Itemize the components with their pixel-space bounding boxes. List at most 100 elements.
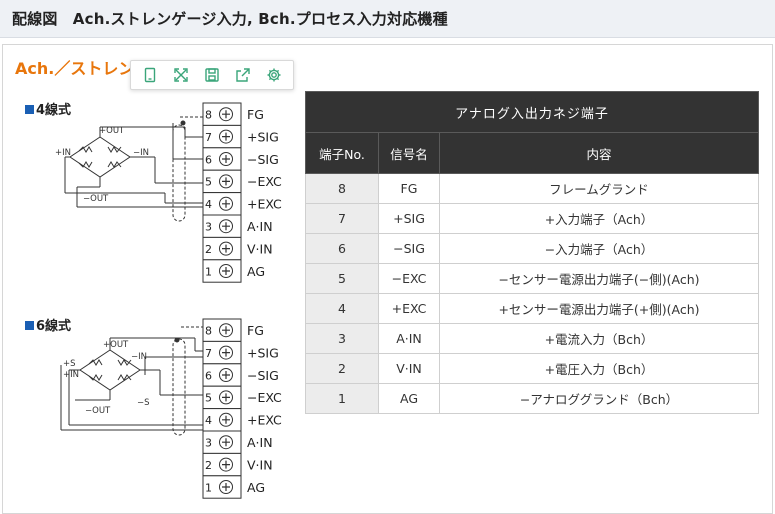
cell-signal: FG [378,173,440,204]
four-wire-label: 4線式 [25,99,71,118]
cell-no: 1 [305,383,379,414]
four-wire-bridge [64,116,203,222]
share-icon[interactable] [231,63,255,87]
cell-content: +センサー電源出力端子(+側)(Ach) [439,293,759,324]
column-header-no: 端子No. [305,132,379,174]
terminal-number: 4 [205,198,212,211]
terminal-label: FG [247,107,264,122]
terminal-number: 3 [205,221,212,234]
terminal-label: +EXC [247,413,282,428]
cell-signal: +SIG [378,203,440,234]
six-wire-label-text: 6線式 [36,319,72,334]
cell-no: 6 [305,233,379,264]
table-row: 7+SIG+入力端子（Ach） [305,203,759,234]
cell-no: 4 [305,293,379,324]
screw-cross-icon [222,244,230,253]
cell-no: 7 [305,203,379,234]
screw-cross-icon [222,155,230,163]
terminal-label: A·IN [247,435,273,450]
terminal-number: 3 [205,437,212,450]
screw-cross-icon [222,110,230,119]
cell-content: −アナロググランド（Bch） [439,383,759,414]
terminal-number: 8 [205,109,212,122]
table-row: 6−SIG−入力端子（Ach） [305,233,759,264]
six-wire-minus-out: −OUT [85,406,111,416]
terminal-label: AG [247,264,265,279]
terminal-label: +EXC [247,197,282,212]
column-header-signal: 信号名 [378,132,440,174]
six-wire-plus-out: +OUT [103,340,129,350]
four-wire-label-text: 4線式 [36,103,72,118]
terminal-label: +SIG [247,129,279,144]
four-wire-plus-out: +OUT [99,126,125,136]
terminal-number: 5 [205,176,212,189]
gear-icon[interactable] [262,63,286,87]
expand-icon[interactable] [169,63,193,87]
terminal-number: 4 [205,414,212,427]
screw-cross-icon [222,371,230,379]
terminal-label: AG [247,480,265,495]
cell-signal: A·IN [378,323,440,354]
terminal-label: −SIG [247,368,279,383]
terminal-label: −EXC [247,390,282,405]
screw-cross-icon [222,132,230,141]
terminal-number: 1 [205,481,212,494]
screw-cross-icon [222,460,230,469]
cell-no: 3 [305,323,379,354]
screw-cross-icon [222,438,230,447]
bullet-square-icon [25,321,34,330]
six-wire-minus-in: −IN [131,352,147,362]
cell-no: 8 [305,173,379,204]
cell-signal: −SIG [378,233,440,264]
terminal-label: −EXC [247,174,282,189]
terminal-number: 1 [205,265,212,278]
cell-content: +入力端子（Ach） [439,203,759,234]
cell-no: 2 [305,353,379,384]
screw-cross-icon [222,348,230,357]
terminal-label: V·IN [247,457,273,472]
screw-cross-icon [222,222,230,231]
cell-content: +電圧入力（Bch） [439,353,759,384]
terminal-label: A·IN [247,219,273,234]
save-icon[interactable] [200,63,224,87]
four-wire-minus-in: −IN [133,148,149,158]
terminal-number: 6 [205,153,212,166]
table-row: 5−EXC−センサー電源出力端子(−側)(Ach) [305,263,759,294]
screw-cross-icon [222,393,230,402]
six-wire-label: 6線式 [25,315,71,334]
four-wire-plus-in: +IN [55,148,71,158]
cell-signal: +EXC [378,293,440,324]
four-wire-minus-out: −OUT [83,194,109,204]
terminal-label: +SIG [247,345,279,360]
cell-signal: AG [378,383,440,414]
terminal-number: 7 [205,131,212,144]
cell-signal: −EXC [378,263,440,294]
screw-cross-icon [222,177,230,186]
cell-no: 5 [305,263,379,294]
six-wire-plus-in: +IN [63,370,79,380]
table-title: アナログ入出力ネジ端子 [305,91,759,133]
column-header-content: 内容 [439,132,759,174]
cell-signal: V·IN [378,353,440,384]
tablet-icon[interactable] [138,63,162,87]
terminal-label: −SIG [247,152,279,167]
terminal-label: FG [247,323,264,338]
cell-content: +電流入力（Bch） [439,323,759,354]
page-header: 配線図 Ach.ストレンゲージ入力, Bch.プロセス入力対応機種 [0,0,775,38]
screw-cross-icon [222,326,230,335]
table-row: 4+EXC+センサー電源出力端子(+側)(Ach) [305,293,759,324]
screw-cross-icon [222,199,230,208]
terminal-number: 6 [205,369,212,382]
screw-cross-icon [222,267,230,275]
page-title: 配線図 Ach.ストレンゲージ入力, Bch.プロセス入力対応機種 [12,10,448,28]
cell-content: −センサー電源出力端子(−側)(Ach) [439,263,759,294]
terminal-number: 2 [205,243,212,256]
six-wire-minus-s: −S [137,398,150,408]
